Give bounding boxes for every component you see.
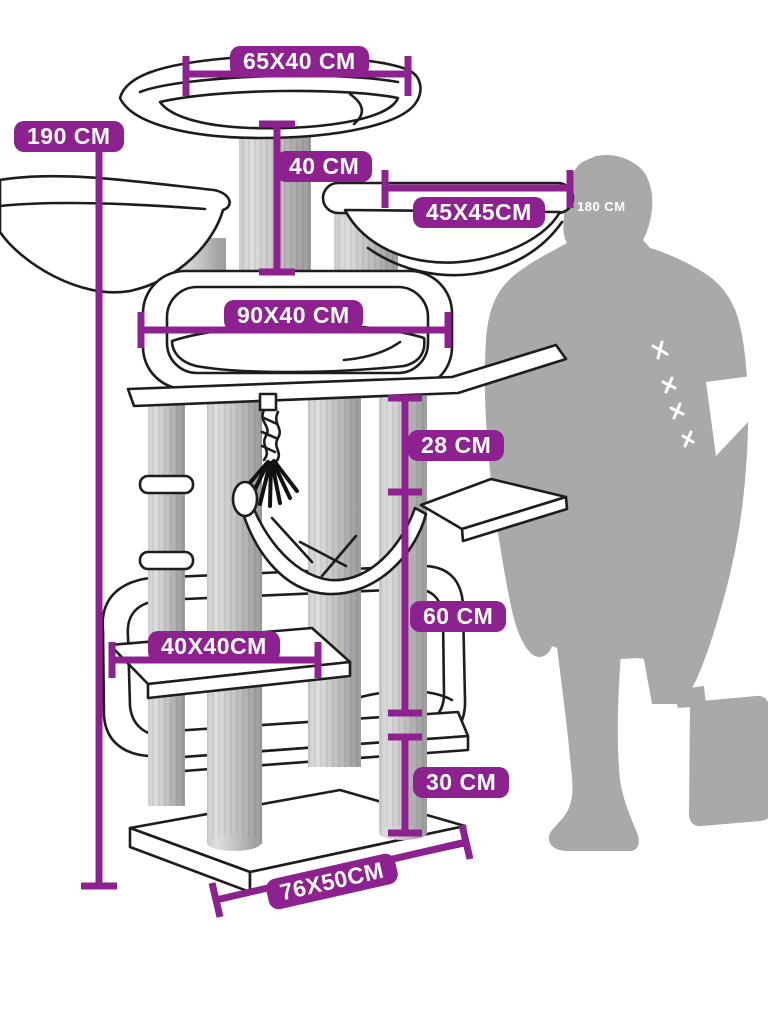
dim-total-height-line bbox=[81, 146, 117, 890]
dim-lower-gap-line bbox=[388, 733, 422, 837]
dim-top-post-line bbox=[259, 120, 295, 276]
cat-tree-drawing bbox=[0, 54, 575, 894]
dim-label-top-post-height: 40 CM bbox=[276, 151, 373, 183]
dim-label-middle-gap: 60 CM bbox=[410, 601, 507, 633]
human-silhouette bbox=[484, 154, 768, 851]
dim-side-bed-line bbox=[381, 170, 574, 208]
person-body bbox=[484, 154, 749, 698]
dim-label-mid-platform: 40X40CM bbox=[148, 631, 280, 663]
top-platform bbox=[126, 343, 568, 408]
side-shelf bbox=[419, 477, 569, 543]
dim-middle-gap-line bbox=[388, 492, 422, 717]
person-height-label: 180 CM bbox=[577, 199, 626, 214]
top-basket-cushion bbox=[158, 89, 400, 130]
post-collar bbox=[138, 474, 195, 495]
dim-label-top-bed: 65X40 CM bbox=[230, 46, 369, 78]
dim-label-total-height: 190 CM bbox=[14, 121, 124, 153]
hammock bbox=[231, 480, 428, 596]
briefcase bbox=[689, 695, 768, 827]
person-right-leg bbox=[640, 634, 698, 704]
left-basket bbox=[0, 174, 231, 294]
dim-label-lower-gap: 30 CM bbox=[413, 767, 510, 799]
jacket-zipper-highlights bbox=[651, 340, 695, 448]
dim-label-main-bed: 90X40 CM bbox=[224, 300, 363, 332]
post-collar bbox=[138, 550, 195, 571]
person-left-leg bbox=[548, 638, 639, 851]
dim-label-side-bed: 45X45CM bbox=[413, 197, 545, 229]
dim-label-upper-gap: 28 CM bbox=[408, 430, 505, 462]
arm-gap-highlight bbox=[706, 376, 752, 456]
